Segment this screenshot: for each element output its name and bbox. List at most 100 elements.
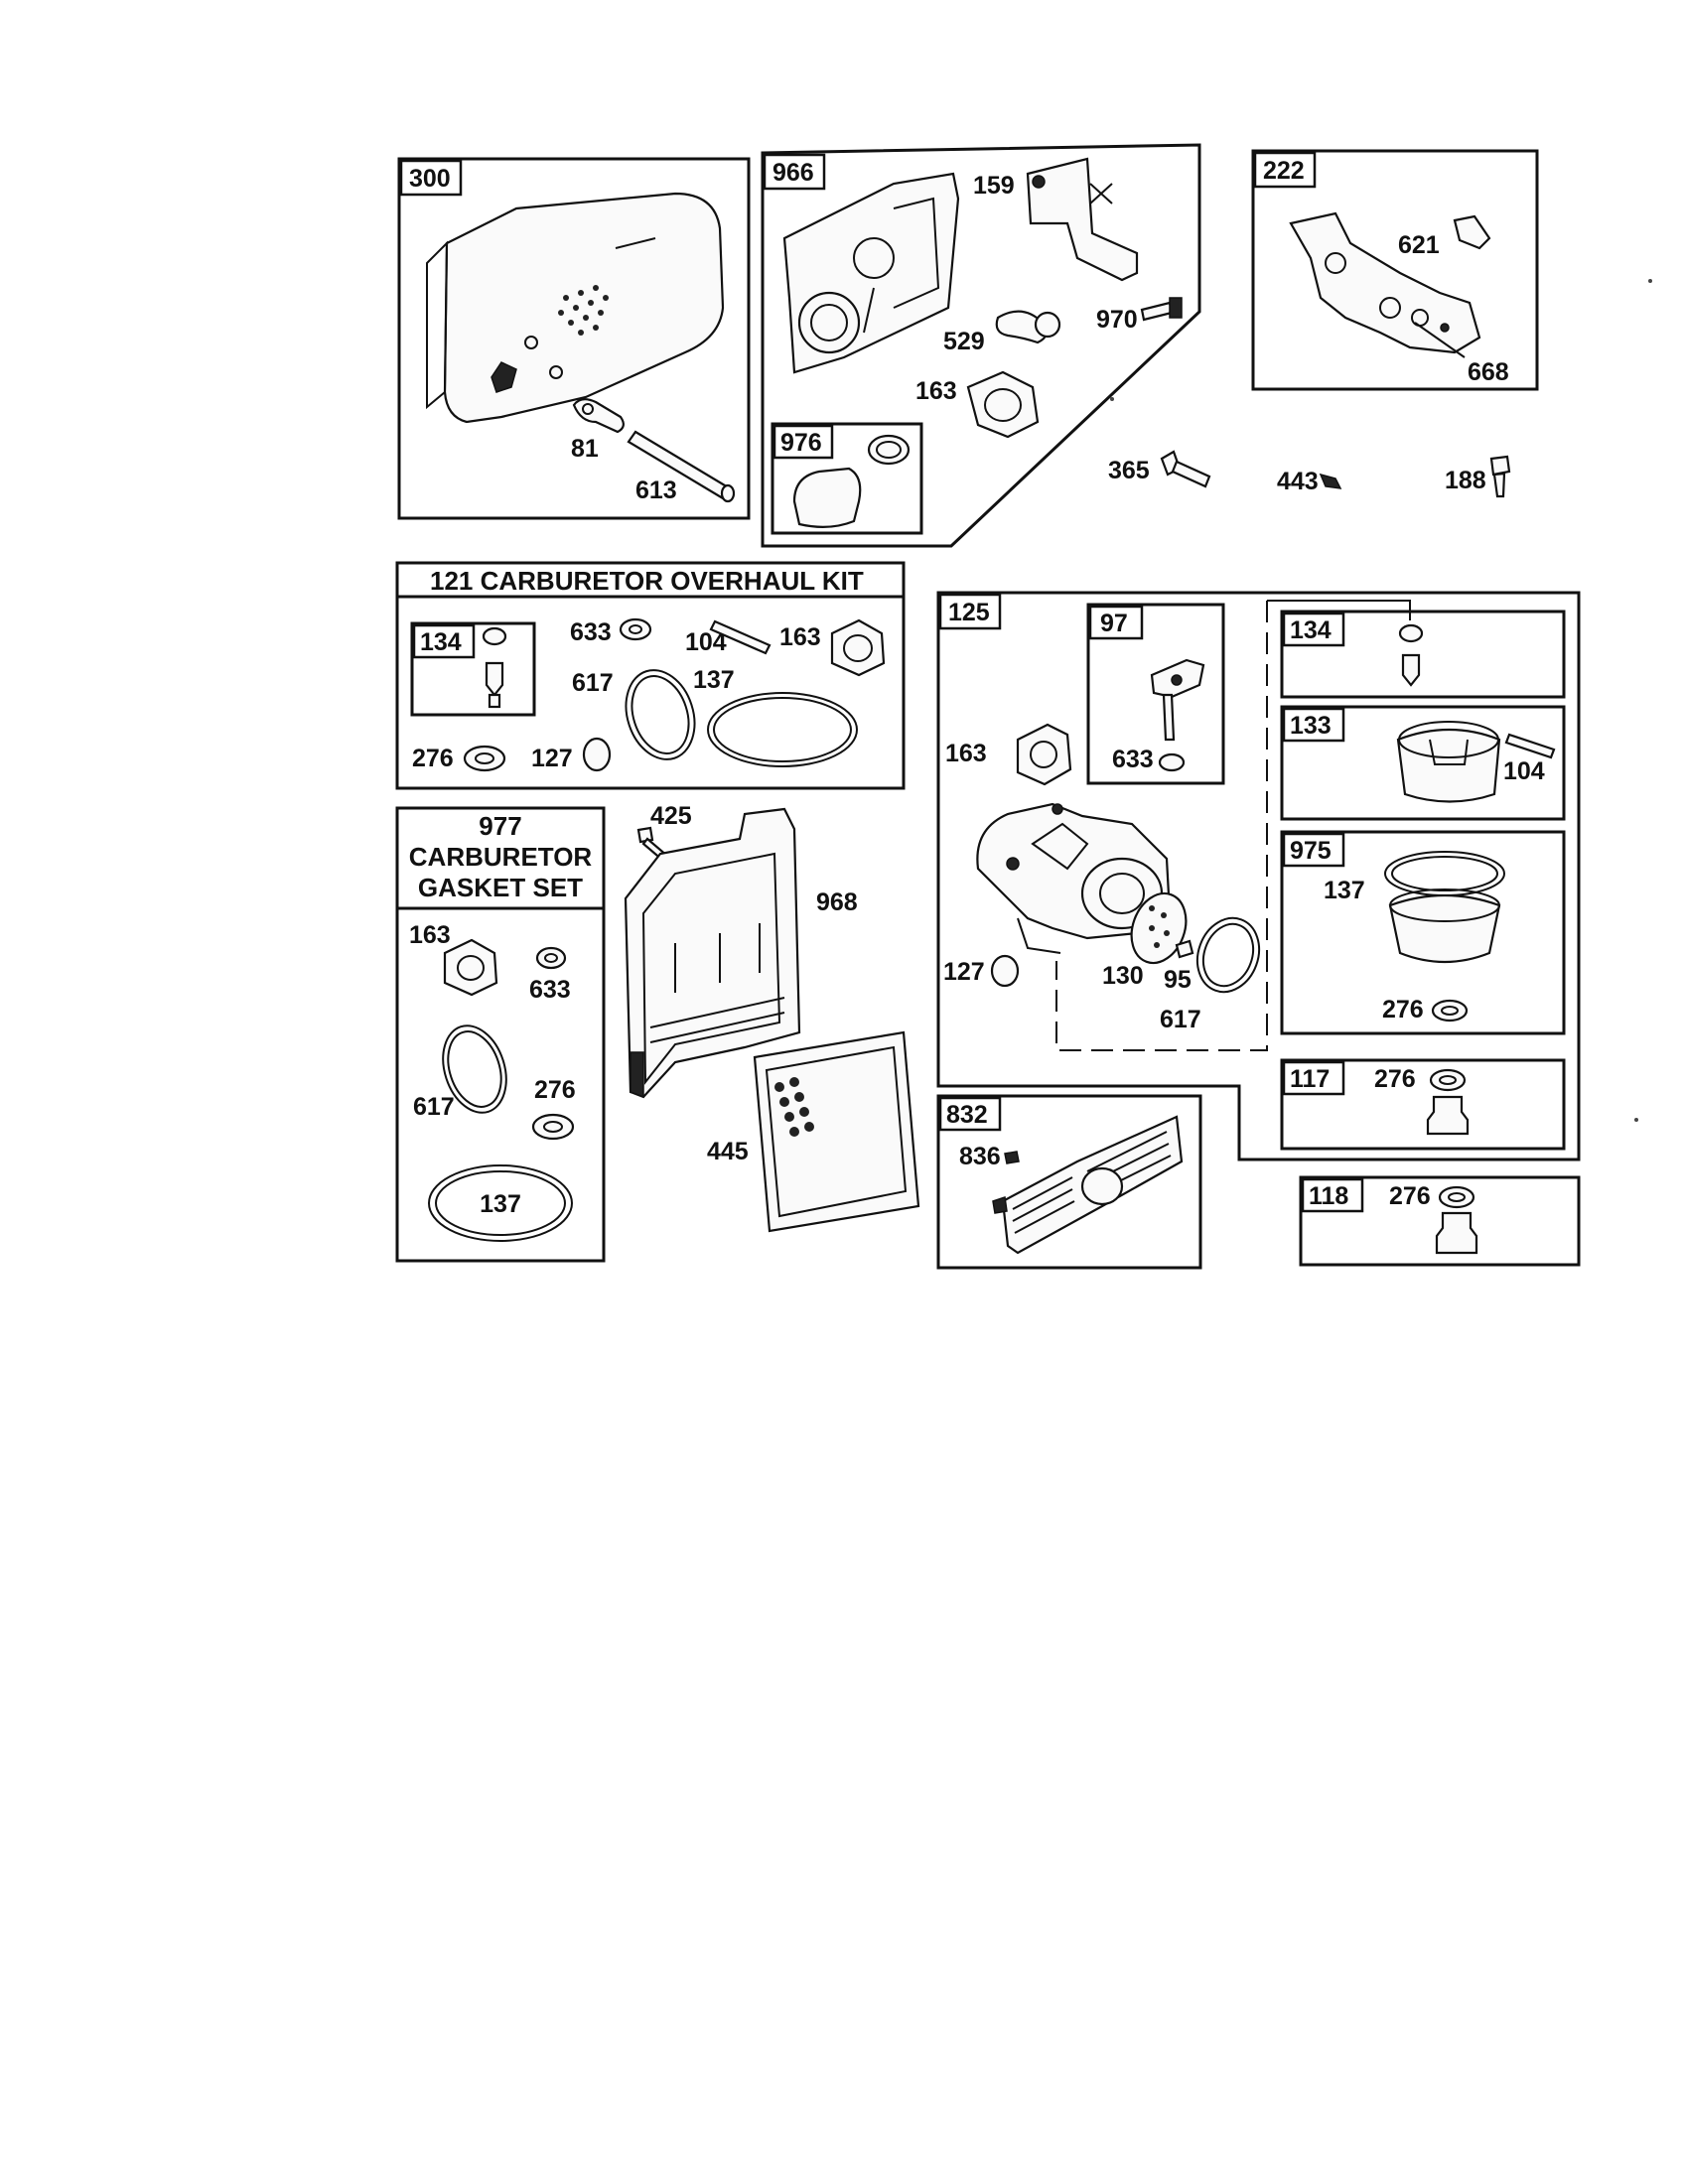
base-gasket-part [966, 370, 1040, 439]
needle-part [485, 661, 504, 697]
carb-617-part [1195, 916, 1261, 994]
gasket-set-number: 977 [479, 811, 521, 841]
carb-screw [1006, 857, 1020, 871]
carburetor-frame [936, 591, 1581, 1161]
nut-118-washer-hole [1448, 1192, 1466, 1202]
kit-137-inner [713, 697, 852, 762]
kit-104-part [709, 619, 772, 655]
carb-screw [1052, 803, 1063, 815]
air-cleaner-base-rib [893, 197, 940, 309]
nut-117-washer [1429, 1068, 1467, 1092]
nut-118-frame [1299, 1175, 1581, 1267]
nut-118-washer [1438, 1185, 1475, 1209]
gasket-set-label-137: 137 [480, 1190, 521, 1218]
governor-label-621: 621 [1398, 231, 1440, 259]
gasket-set-label-617: 617 [413, 1093, 455, 1121]
base-tube-end [1034, 311, 1061, 339]
overhaul-needle-tag [412, 623, 476, 659]
housing-grille [630, 1051, 644, 1099]
choke-frame [1086, 603, 1225, 785]
muffler-group: 300 81 613 [397, 157, 751, 520]
governor-label-668: 668 [1468, 358, 1509, 386]
choke-tag [1088, 605, 1144, 640]
float-part [1396, 728, 1501, 803]
housing-inner [641, 852, 781, 1085]
muffler-slot [615, 237, 656, 249]
air-cleaner-element-frame [771, 422, 923, 535]
scan-dot [1634, 1118, 1638, 1122]
base-screw-head [1169, 297, 1183, 319]
muffler-body [443, 192, 725, 424]
gasket-set-617-part [442, 1024, 507, 1114]
nut-118-part [1435, 1211, 1478, 1255]
base-gasket-hole [984, 388, 1022, 422]
gasket-set-276-hole [543, 1121, 563, 1133]
overhaul-needle-frame [410, 621, 536, 717]
carb-617-inner [1201, 922, 1255, 988]
kit-633-hole [629, 624, 642, 634]
muffler-lock-part [572, 398, 625, 434]
guard-hole [1080, 1166, 1124, 1206]
air-cleaner-base-frame [761, 143, 1201, 548]
choke-633-part [1158, 752, 1186, 772]
gasket-set-633-part [535, 946, 567, 970]
scan-dot [1648, 279, 1652, 283]
gasket-set-label-633: 633 [529, 976, 571, 1004]
base-bracket-hole [1032, 175, 1046, 189]
air-cleaner-element-ring-inner [876, 441, 902, 459]
bowl-kit-label-276: 276 [1382, 996, 1424, 1024]
loose-parts-group: 365 443 188 [1108, 450, 1511, 498]
scan-dot [1110, 397, 1114, 401]
kit-label-633: 633 [570, 618, 612, 646]
choke-pivot [1171, 674, 1183, 686]
overhaul-kit-title: 121 CARBURETOR OVERHAUL KIT [430, 566, 864, 596]
governor-tag [1253, 151, 1317, 189]
overhaul-kit-frame [395, 561, 906, 790]
nut-118-tag [1301, 1177, 1364, 1213]
kit-137-part [707, 692, 858, 767]
needle-seat-frame [1280, 610, 1566, 699]
choke-number: 97 [1100, 610, 1128, 637]
air-cleaner-base-intake [797, 291, 861, 354]
loose-label-365: 365 [1108, 457, 1150, 484]
float-number: 133 [1290, 712, 1332, 740]
float-frame [1280, 705, 1566, 821]
gasket-set-163-hole [457, 955, 485, 981]
nut-117-washer-hole [1439, 1075, 1457, 1085]
overhaul-needle-number: 134 [420, 628, 462, 656]
guard-screw-part [1004, 1151, 1020, 1164]
air-cleaner-element-part [792, 467, 862, 528]
float-label-104: 104 [1503, 757, 1545, 785]
needle-seat-right-part [1398, 623, 1424, 643]
gasket-set-276-part [531, 1113, 575, 1141]
kit-633-part [619, 617, 652, 641]
gasket-set-frame [395, 806, 606, 1263]
housing-slots [674, 923, 761, 993]
housing-label-968: 968 [816, 888, 858, 916]
bowl-kit-frame [1280, 830, 1566, 1035]
governor-group: 222 621 668 [1251, 149, 1539, 391]
guard-frame [936, 1094, 1202, 1270]
bowl-rim [1389, 888, 1500, 922]
carburetor-sub-region [1055, 601, 1268, 1051]
gasket-set-633-hole [544, 953, 558, 963]
guard-tag [938, 1096, 1002, 1132]
governor-clip-part [1453, 214, 1491, 250]
carb-95-part [1175, 939, 1194, 959]
muffler-side [426, 240, 449, 410]
air-cleaner-base-number: 966 [772, 159, 814, 187]
governor-hole [1440, 323, 1450, 333]
carb-label-617: 617 [1160, 1006, 1201, 1033]
needle-seat-tag [1282, 612, 1345, 647]
bowl-276-part [1431, 999, 1469, 1023]
choke-shaft-part [1162, 693, 1176, 742]
base-label-163: 163 [915, 377, 957, 405]
gasket-set-617-inner [447, 1030, 502, 1108]
muffler-outlet [491, 361, 517, 393]
needle-leader [1267, 600, 1411, 620]
muffler-label-613: 613 [635, 477, 677, 504]
air-cleaner-element-tag [772, 424, 834, 460]
filter-element-inner [765, 1045, 908, 1218]
muffler-lock-hole [582, 403, 594, 415]
